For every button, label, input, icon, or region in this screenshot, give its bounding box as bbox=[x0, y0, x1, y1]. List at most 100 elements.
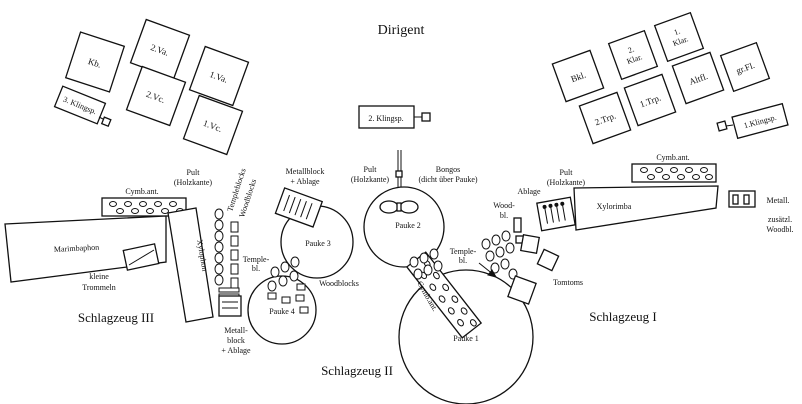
woodblocks-pauke bbox=[267, 283, 309, 314]
pauke-4: Pauke 4 bbox=[247, 275, 317, 345]
svg-text:(Holzkante): (Holzkante) bbox=[351, 175, 390, 184]
svg-text:+ Ablage: + Ablage bbox=[221, 346, 251, 355]
svg-text:zusätzl.: zusätzl. bbox=[768, 215, 792, 224]
bkl-box: Bkl. bbox=[551, 49, 605, 103]
svg-text:Pult: Pult bbox=[560, 168, 574, 177]
pult-left-label: Pult (Holzkante) bbox=[174, 168, 213, 187]
svg-text:kleine: kleine bbox=[89, 272, 109, 281]
vc2-box: 2.Vc. bbox=[125, 65, 187, 127]
tomtom bbox=[495, 246, 505, 258]
cymbal-mark bbox=[432, 271, 440, 280]
cymbal-mark bbox=[670, 167, 678, 173]
svg-text:Metall-: Metall- bbox=[224, 326, 248, 335]
tomtom bbox=[490, 262, 500, 274]
svg-text:Pauke 4: Pauke 4 bbox=[269, 307, 295, 316]
cymbal-mark bbox=[460, 307, 468, 315]
tomtom bbox=[505, 242, 515, 254]
svg-text:bl.: bl. bbox=[459, 256, 467, 265]
woodbl-label: Wood- bl. bbox=[493, 201, 515, 220]
cymb-left: Cymb.ant. bbox=[101, 187, 187, 217]
templeblock bbox=[214, 230, 224, 242]
svg-text:(Holzkante): (Holzkante) bbox=[174, 178, 213, 187]
svg-text:+ Ablage: + Ablage bbox=[290, 177, 320, 186]
tomtom bbox=[485, 250, 495, 262]
ablage-label: Ablage bbox=[517, 187, 541, 196]
grfl-box: gr.Fl. bbox=[719, 41, 771, 93]
cymbal-mark bbox=[705, 174, 713, 180]
woodblock bbox=[218, 287, 240, 293]
woodblock bbox=[281, 296, 291, 304]
klingsp1-box: 1.Klingsp. bbox=[716, 102, 789, 140]
tomtom bbox=[481, 238, 491, 250]
cymbal-mark bbox=[677, 174, 685, 180]
metallblock-ablage-top bbox=[274, 187, 324, 228]
cymbal-mark bbox=[640, 167, 648, 173]
woodblock bbox=[230, 221, 239, 233]
cymbal-mark bbox=[457, 319, 464, 327]
cymbal-mark bbox=[161, 208, 169, 214]
pult-right-label: Pult (Holzkante) bbox=[547, 168, 586, 187]
svg-text:Pauke 2: Pauke 2 bbox=[395, 221, 421, 230]
kleine-trommeln-stand bbox=[122, 243, 160, 271]
cymbal-mark bbox=[447, 307, 455, 315]
klingsp3-box: 3. Klingsp. bbox=[53, 85, 112, 128]
cymbal-mark bbox=[442, 283, 450, 292]
templeblocks-column bbox=[214, 208, 224, 286]
tomtom bbox=[501, 230, 511, 242]
svg-text:(Holzkante): (Holzkante) bbox=[547, 178, 586, 187]
svg-text:2.: 2. bbox=[627, 45, 636, 56]
va1-box: 1.Va. bbox=[188, 45, 250, 107]
woodblock bbox=[267, 292, 277, 300]
cymbal-mark bbox=[438, 295, 446, 303]
tomtom bbox=[500, 258, 510, 270]
cymbal-mark bbox=[685, 167, 693, 173]
cymbal-mark bbox=[131, 208, 139, 214]
arrow bbox=[478, 262, 498, 278]
cymbal-mark bbox=[469, 319, 477, 327]
svg-text:Trommeln: Trommeln bbox=[82, 283, 116, 292]
templeblock bbox=[419, 252, 429, 264]
templeblock bbox=[214, 274, 224, 286]
templeblock bbox=[278, 275, 288, 287]
templeblock bbox=[270, 266, 280, 278]
cymbal-mark bbox=[451, 295, 459, 303]
woodblocks-column bbox=[218, 221, 240, 299]
svg-text:Temple-: Temple- bbox=[243, 255, 270, 264]
tomtom bbox=[491, 234, 501, 246]
pauke-1-stand bbox=[507, 233, 560, 305]
templeblock bbox=[413, 268, 423, 280]
woodblock bbox=[299, 306, 309, 314]
woodblocks-center-label: Woodblocks bbox=[319, 279, 359, 288]
templeblock bbox=[289, 270, 299, 282]
metallblock-top-label: Metallblock + Ablage bbox=[286, 167, 325, 186]
svg-text:Wood-: Wood- bbox=[493, 201, 515, 210]
cymbal-mark bbox=[154, 201, 162, 207]
svg-text:Temple-: Temple- bbox=[450, 247, 477, 256]
svg-text:Woodbl.: Woodbl. bbox=[766, 225, 793, 234]
svg-text:Bongos: Bongos bbox=[436, 165, 460, 174]
woodblock bbox=[230, 249, 239, 261]
ablage-tray bbox=[536, 196, 576, 232]
cymbal-mark bbox=[655, 167, 663, 173]
svg-text:Pauke 3: Pauke 3 bbox=[305, 239, 331, 248]
xylorimba: Xylorimba bbox=[573, 185, 719, 231]
templeblock bbox=[429, 248, 439, 260]
woodblock bbox=[230, 277, 239, 289]
tomtoms-right bbox=[481, 230, 518, 280]
cymbal-mark bbox=[146, 208, 154, 214]
svg-text:Pauke 1: Pauke 1 bbox=[453, 334, 479, 343]
svg-text:Metall.: Metall. bbox=[767, 196, 790, 205]
zusaetzl-woodbl: zusätzl. Woodbl. bbox=[766, 215, 793, 234]
svg-text:Bkl.: Bkl. bbox=[569, 70, 587, 85]
metall-right: Metall. bbox=[728, 190, 790, 208]
schlagzeug-3-label: Schlagzeug III bbox=[78, 310, 154, 325]
svg-text:Pult: Pult bbox=[187, 168, 201, 177]
templeblock bbox=[280, 261, 290, 273]
cymb-right: Cymb.ant. bbox=[631, 153, 717, 183]
templeblock bbox=[214, 219, 224, 231]
bongos-label: Bongos (dicht über Pauke) bbox=[418, 165, 477, 184]
vc1-box: 1.Vc. bbox=[182, 94, 244, 156]
cymbal-mark bbox=[429, 283, 437, 291]
cymbal-mark bbox=[169, 201, 177, 207]
conductor-title: Dirigent bbox=[378, 23, 425, 38]
